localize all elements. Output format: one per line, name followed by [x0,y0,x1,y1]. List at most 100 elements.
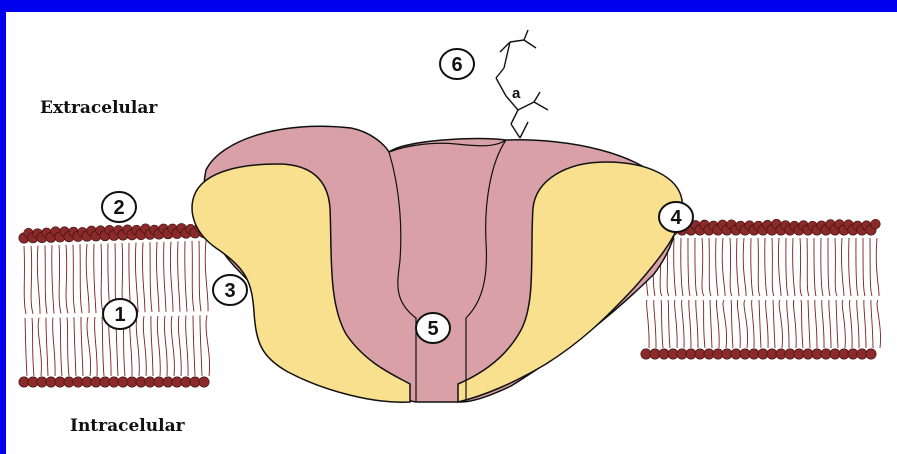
lipid-tail [786,238,788,296]
lipid-tail [787,300,789,348]
callout-number: 1 [114,304,125,326]
lipid-tail [46,318,48,376]
phospholipid-head [871,219,881,229]
lipid-tail [178,316,181,376]
lipid-tail [779,300,782,348]
lipid-tail [136,316,139,376]
lipid-tail [759,300,761,348]
lipid-tail [752,300,755,348]
lipid-tail [836,300,838,348]
lipid-tail [94,244,96,313]
lipid-tail [856,238,858,296]
lipid-tail [164,316,167,376]
lipid-tail [206,315,210,376]
lipid-tail [171,316,174,376]
lipid-tail [151,316,153,376]
glycan-bond [534,102,548,110]
lipid-tail [716,238,718,296]
lipid-tail [45,245,47,313]
lipid-tail [200,315,202,376]
lipid-tail [688,238,690,296]
glycan-bond [524,40,536,48]
lipid-tail [710,300,712,348]
lipid-tail [730,238,732,296]
lipid-tail [87,317,91,376]
lipid-tail [829,300,831,348]
lipid-tail [696,300,698,348]
lipid-tail [841,238,844,296]
lipid-tail [703,300,705,348]
transmembrane-protein [192,126,682,402]
lipid-tail [60,317,62,376]
glycan-bond [496,78,506,96]
lipid-tail [101,244,103,313]
lipid-tail [38,318,41,376]
intracellular-label: Intracelular [70,416,185,436]
lipid-tail [751,238,753,296]
lipid-tail [668,300,670,348]
glycan-bond [534,92,540,102]
lipid-tail [178,241,180,311]
lipid-tail [743,238,746,296]
lipid-tail [674,238,676,296]
membrane-right-bilayer [641,219,881,359]
glycan-bond [510,40,524,42]
lipid-tail [94,317,97,376]
lipid-tail [801,300,803,348]
frame-top-bar [0,0,897,12]
lipid-tail [807,238,809,296]
callout-6: 6 [440,49,474,79]
callout-3: 3 [213,275,247,305]
lipid-tail [150,242,152,312]
glycan-bond [511,110,518,124]
callout-2: 2 [102,192,136,222]
lipid-tail [674,300,677,348]
lipid-tail [723,300,727,348]
callout-1: 1 [103,299,137,329]
lipid-tail [164,242,166,312]
lipid-tail [80,244,82,313]
lipid-tail [737,300,740,348]
lipid-tail [53,318,56,376]
lipid-tail [842,300,845,348]
lipid-tail [821,238,823,296]
lipid-tail [808,300,810,348]
lipid-tail [32,318,34,376]
lipid-tail [709,238,711,296]
lipid-tail [37,246,40,314]
lipid-tail [870,238,872,296]
lipid-tail [135,243,138,313]
callout-4: 4 [659,202,693,232]
phospholipid-head [199,377,209,387]
lipid-tail [871,300,873,348]
lipid-tail [186,316,188,376]
phospholipid-head [866,349,876,359]
lipid-tail [773,300,775,348]
callout-number: 6 [451,54,462,76]
lipid-tail [31,246,33,314]
lipid-tail [185,241,187,311]
lipid-tail [758,238,760,296]
lipid-tail [814,238,816,296]
lipid-tail [170,242,173,312]
lipid-tail [73,245,75,314]
lipid-tail [59,245,61,314]
glycan-bond [520,122,528,138]
lipid-tail [654,300,656,348]
lipid-tail [716,300,719,348]
lipid-tail [863,238,865,296]
extracellular-label: Extracelular [40,98,157,118]
lipid-tail [102,317,104,376]
callout-number: 3 [224,280,235,302]
lipid-tail [199,241,201,312]
lipid-tail [682,300,685,348]
lipid-tail [143,242,145,312]
lipid-tail [192,241,194,312]
lipid-tail [800,238,802,296]
lipid-tail [689,300,691,348]
lipid-tail [52,245,54,313]
lipid-tail [766,300,769,348]
lipid-tail [835,238,837,296]
lipid-tail [857,300,859,348]
